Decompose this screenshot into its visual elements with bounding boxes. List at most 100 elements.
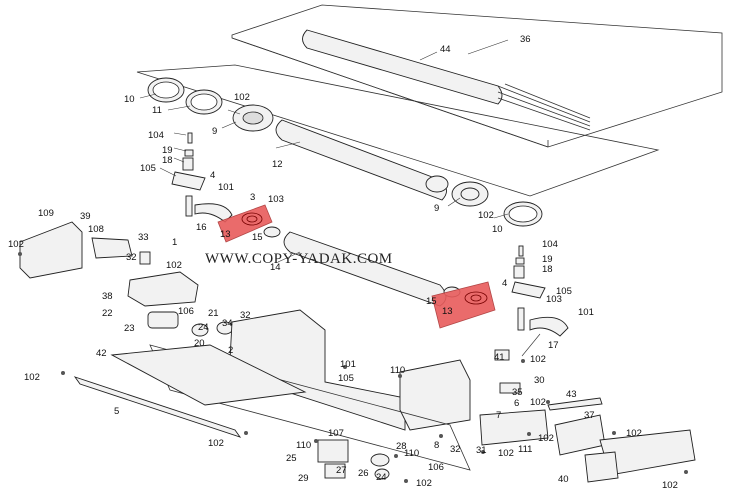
label-22: 22	[102, 308, 113, 319]
label-101-mid: 101	[340, 359, 356, 370]
rail-5	[73, 376, 242, 438]
label-37: 37	[584, 410, 595, 421]
label-19: 19	[162, 145, 173, 156]
bracket-6	[479, 409, 549, 446]
label-9-right: 9	[434, 203, 439, 214]
label-18: 18	[162, 155, 173, 166]
label-105-mid: 105	[338, 373, 354, 384]
label-40: 40	[558, 474, 569, 485]
label-15: 15	[252, 232, 263, 243]
label-106: 106	[178, 306, 194, 317]
label-21: 21	[208, 308, 219, 319]
part-40	[584, 451, 619, 483]
label-32: 32	[126, 252, 137, 263]
label-13-right: 13	[442, 306, 453, 317]
label-36: 36	[520, 34, 531, 45]
label-111: 111	[518, 444, 532, 455]
label-24: 24	[198, 322, 209, 333]
label-30: 30	[534, 375, 545, 386]
label-106-b: 106	[428, 462, 444, 473]
label-4: 4	[210, 170, 215, 181]
bushing-15a	[263, 226, 281, 238]
part-107	[317, 439, 349, 463]
label-101-right: 101	[578, 307, 594, 318]
label-11: 11	[152, 105, 162, 116]
label-19-right: 19	[542, 254, 553, 265]
label-4-right: 4	[502, 278, 507, 289]
label-15-right: 15	[426, 296, 437, 307]
watermark: WWW.COPY-YADAK.COM	[205, 251, 393, 267]
label-102: 102	[234, 92, 250, 103]
label-13: 13	[220, 229, 231, 240]
sensor-108	[91, 237, 133, 259]
leader-lines	[139, 39, 541, 357]
label-17: 17	[548, 340, 559, 351]
label-110-b: 110	[296, 440, 311, 451]
label-10: 10	[124, 94, 135, 105]
plate-42	[110, 344, 307, 406]
label-5: 5	[114, 406, 119, 417]
label-38: 38	[102, 291, 113, 302]
label-3: 3	[250, 192, 255, 203]
heater-box-outline	[231, 4, 723, 148]
label-14: 14	[270, 262, 281, 273]
screw-104a	[187, 132, 193, 144]
bolts	[18, 252, 688, 483]
label-39: 39	[80, 211, 91, 222]
frame-outline	[136, 64, 660, 197]
callout-labels: 36 44 10 11 102 9 104 19 18 105 4 12 101…	[8, 34, 678, 491]
label-102-r2: 102	[530, 354, 546, 365]
label-1: 1	[172, 237, 177, 248]
spring-17	[529, 316, 569, 337]
label-6: 6	[514, 398, 519, 409]
label-35: 35	[512, 387, 523, 398]
heater-lamp	[302, 29, 503, 105]
label-7: 7	[496, 410, 501, 421]
label-105-right: 105	[556, 286, 572, 297]
label-102-b6: 102	[662, 480, 678, 491]
label-18-right: 18	[542, 264, 553, 275]
label-105: 105	[140, 163, 156, 174]
label-41: 41	[494, 352, 505, 363]
upper-roller	[275, 119, 447, 201]
label-33: 33	[138, 232, 149, 243]
label-10-right: 10	[492, 224, 503, 235]
label-102-b3: 102	[538, 433, 554, 444]
label-9: 9	[212, 126, 217, 137]
label-102-bl: 102	[24, 372, 40, 383]
label-102-b2: 102	[498, 448, 514, 459]
label-24-b: 24	[376, 472, 387, 483]
label-102-right: 102	[478, 210, 494, 221]
roller-ring	[425, 175, 449, 193]
label-25: 25	[286, 453, 297, 464]
label-110: 110	[390, 365, 405, 376]
bracket-4a	[171, 171, 206, 191]
part-37	[554, 414, 606, 456]
label-102-b4: 102	[626, 428, 642, 439]
label-102-left: 102	[8, 239, 24, 250]
label-44: 44	[440, 44, 451, 55]
lower-roller	[283, 231, 447, 307]
label-32-bottom: 32	[450, 444, 461, 455]
label-101: 101	[218, 182, 234, 193]
label-34: 34	[222, 318, 233, 329]
label-8: 8	[434, 440, 439, 451]
label-20: 20	[194, 338, 205, 349]
label-102-b5: 102	[416, 478, 432, 489]
label-26: 26	[358, 468, 369, 479]
label-32-mid: 32	[240, 310, 251, 321]
label-102-r3: 102	[530, 397, 546, 408]
label-29: 29	[298, 473, 309, 484]
label-2: 2	[228, 345, 233, 356]
label-104: 104	[148, 130, 164, 141]
label-16: 16	[196, 222, 207, 233]
label-107: 107	[328, 428, 344, 439]
label-23: 23	[124, 323, 135, 334]
label-102-mid: 102	[166, 260, 182, 271]
motor-23	[147, 311, 179, 329]
label-104-right: 104	[542, 239, 558, 250]
label-108: 108	[88, 224, 104, 235]
label-103-right: 103	[546, 294, 562, 305]
